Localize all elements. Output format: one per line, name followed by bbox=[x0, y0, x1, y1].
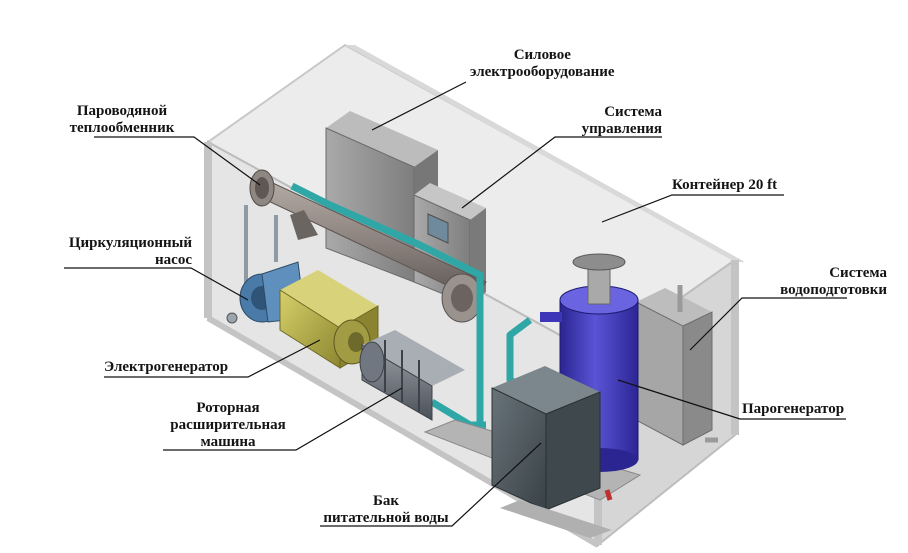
feed-water-tank bbox=[491, 366, 612, 538]
label-power-equipment-line1: Силовое bbox=[513, 47, 571, 63]
label-container-line1: Контейнер 20 ft bbox=[672, 177, 778, 193]
label-rotary-expander: Роторная расширительная машина bbox=[160, 400, 296, 451]
label-container: Контейнер 20 ft bbox=[672, 177, 777, 194]
label-heat-exchanger-line1: Пароводяной bbox=[76, 103, 168, 119]
label-control-system-line1: Система bbox=[604, 104, 662, 120]
label-heat-exchanger-line2: теплообменник bbox=[69, 120, 175, 136]
label-control-system: Система управления bbox=[570, 104, 662, 138]
label-control-system-line2: управления bbox=[581, 121, 662, 137]
label-circulation-pump-line2: насос bbox=[155, 252, 192, 268]
label-electric-generator-line1: Электрогенератор bbox=[104, 359, 229, 375]
label-heat-exchanger: Пароводяной теплообменник bbox=[50, 103, 194, 137]
label-steam-generator-line1: Парогенератор bbox=[742, 401, 845, 417]
label-rotary-expander-line1: Роторная bbox=[196, 400, 260, 416]
label-rotary-expander-line2: расширительная bbox=[170, 417, 286, 433]
callout-leader-lines bbox=[64, 81, 847, 527]
heat-exchanger bbox=[244, 169, 487, 323]
label-circulation-pump-line1: Циркуляционный bbox=[68, 235, 192, 251]
label-water-treatment: Система водоподготовки bbox=[745, 265, 887, 299]
label-feed-water-tank-line1: Бак bbox=[372, 493, 400, 509]
water-treatment-unit bbox=[635, 285, 718, 446]
label-steam-generator: Парогенератор bbox=[742, 401, 844, 418]
rotary-expander bbox=[359, 330, 465, 421]
label-rotary-expander-line3: машина bbox=[200, 434, 256, 450]
label-power-equipment: Силовое электрооборудование bbox=[470, 47, 615, 81]
label-feed-water-tank-line2: питательной воды bbox=[323, 510, 449, 526]
label-electric-generator: Электрогенератор bbox=[104, 359, 228, 376]
label-water-treatment-line2: водоподготовки bbox=[780, 282, 887, 298]
label-power-equipment-line2: электрооборудование bbox=[470, 64, 615, 80]
label-feed-water-tank: Бак питательной воды bbox=[318, 493, 454, 527]
label-water-treatment-line1: Система bbox=[829, 265, 887, 281]
